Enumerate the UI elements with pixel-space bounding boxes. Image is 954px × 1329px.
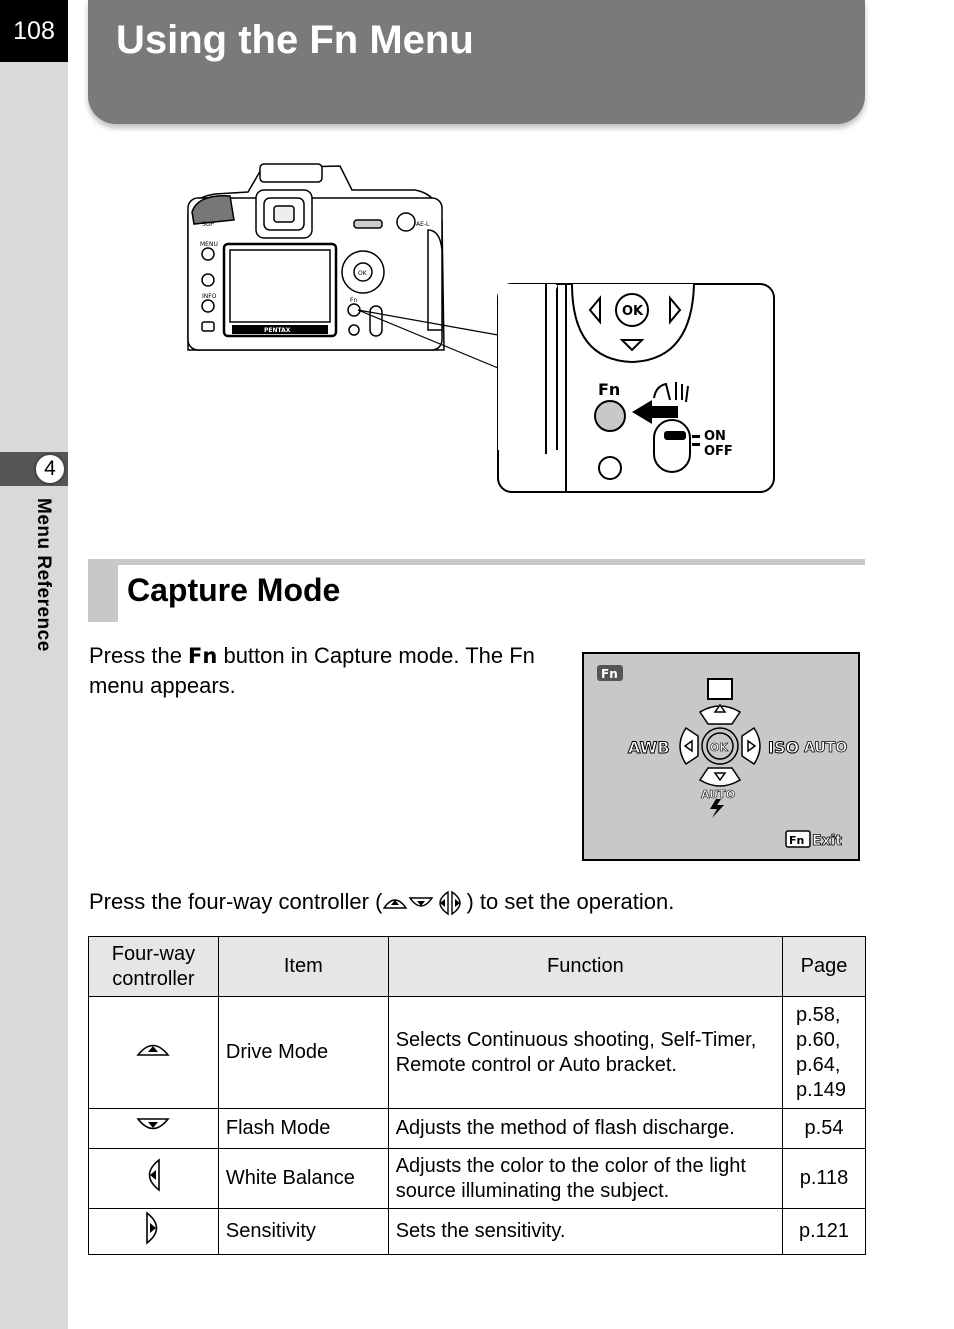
intro-text-after: button in Capture mode. The Fn menu appe… xyxy=(89,643,535,698)
zoom-off-label: OFF xyxy=(704,444,733,459)
flash-icon xyxy=(710,799,724,818)
instruction-before: Press the four-way controller ( xyxy=(89,889,383,914)
up-arrow-icon xyxy=(136,1044,171,1056)
header-page: Page xyxy=(782,936,866,997)
table-row: Flash Mode Adjusts the method of flash d… xyxy=(88,1108,866,1149)
exit-fn-label: Fn xyxy=(789,834,804,847)
iso-label: ISO xyxy=(768,738,799,757)
down-arrow-icon xyxy=(136,1118,171,1130)
page-cell: p.58, p.60, p.64, p.149 xyxy=(782,996,866,1109)
section-rule xyxy=(88,559,865,565)
function-cell: Selects Continuous shooting, Self-Timer,… xyxy=(387,996,784,1109)
item-cell: Flash Mode xyxy=(217,1108,389,1149)
table-row: Sensitivity Sets the sensitivity. p.121 xyxy=(88,1208,866,1255)
instruction-paragraph: Press the four-way controller ( ) to set … xyxy=(89,887,869,917)
table-row: Drive Mode Selects Continuous shooting, … xyxy=(88,996,866,1109)
function-cell: Sets the sensitivity. xyxy=(387,1208,784,1255)
screen-up-button xyxy=(698,705,742,725)
zoom-fn-label: Fn xyxy=(598,380,620,399)
chapter-label: Menu Reference xyxy=(33,498,54,652)
header-item: Item xyxy=(217,936,389,997)
flash-auto-label: AUTO xyxy=(701,788,735,801)
up-arrow-icon xyxy=(383,899,408,909)
info-label: INFO xyxy=(202,293,217,300)
left-arrow-icon xyxy=(439,890,450,916)
section-title: Capture Mode xyxy=(127,572,341,608)
left-arrow-icon xyxy=(149,1158,161,1192)
intro-text-before: Press the xyxy=(89,643,189,668)
controller-cell xyxy=(88,1208,219,1255)
function-cell: Adjusts the method of flash discharge. xyxy=(387,1108,784,1149)
header-controller: Four-way controller xyxy=(88,936,219,997)
page-cell: p.54 xyxy=(782,1108,866,1149)
sup-label: SUP xyxy=(202,221,214,228)
screen-ok-label: OK xyxy=(710,741,728,754)
intro-paragraph: Press the Fn button in Capture mode. The… xyxy=(89,641,559,701)
fn-menu-screen: Fn OK AWB ISO AUTO AUTO Fn Exit xyxy=(582,652,860,861)
menu-label: MENU xyxy=(200,241,218,248)
chapter-number: 4 xyxy=(34,453,66,485)
exit-label: Exit xyxy=(812,833,842,849)
controller-cell xyxy=(88,1108,219,1149)
header-function: Function xyxy=(387,936,784,997)
shake-reduction-icon xyxy=(653,382,689,403)
item-cell: White Balance xyxy=(217,1148,389,1209)
fn-small-label: Fn xyxy=(350,297,357,304)
page-cell: p.118 xyxy=(782,1148,866,1209)
controller-cell xyxy=(88,1148,219,1209)
side-strip xyxy=(0,0,68,1329)
page-number: 108 xyxy=(0,0,68,62)
fn-badge-label: Fn xyxy=(601,667,618,681)
table-header-row: Four-way controller Item Function Page xyxy=(88,936,866,997)
zoom-ok-label: OK xyxy=(622,304,644,319)
page-cell: p.121 xyxy=(782,1208,866,1255)
fn-button-glyph: Fn xyxy=(188,644,218,668)
brand-label-strip: PENTAX xyxy=(264,327,291,334)
section-marker xyxy=(88,559,118,622)
item-cell: Sensitivity xyxy=(217,1208,389,1255)
page-ref: p.58, p.60, p.64, p.149 xyxy=(796,1003,847,1101)
brand-strip xyxy=(232,325,328,334)
page-title: Using the Fn Menu xyxy=(116,18,474,62)
instruction-after: ) to set the operation. xyxy=(466,889,675,914)
ael-label: AE-L xyxy=(416,221,430,228)
function-cell: Adjusts the color to the color of the li… xyxy=(387,1148,784,1209)
iso-auto-label: AUTO xyxy=(804,740,847,756)
controller-cell xyxy=(88,996,219,1109)
item-cell: Drive Mode xyxy=(217,996,389,1109)
right-arrow-icon xyxy=(146,1211,158,1245)
zoom-on-label: ON xyxy=(704,429,726,444)
fn-badge xyxy=(597,665,623,681)
awb-label: AWB xyxy=(628,738,670,757)
fn-menu-table: Four-way controller Item Function Page D… xyxy=(88,936,866,1255)
exit-fn-badge xyxy=(785,830,811,848)
arrow-pointer-icon xyxy=(632,400,678,424)
drive-mode-icon xyxy=(707,678,733,700)
camera-illustration: MENU INFO Fn OK SUP AE-L PENTAX PENTAX O… xyxy=(187,163,775,493)
right-arrow-icon xyxy=(451,890,462,916)
title-banner xyxy=(88,0,865,124)
ok-small-label: OK xyxy=(358,270,368,277)
table-row: White Balance Adjusts the color to the c… xyxy=(88,1148,866,1209)
down-arrow-icon xyxy=(409,897,434,907)
